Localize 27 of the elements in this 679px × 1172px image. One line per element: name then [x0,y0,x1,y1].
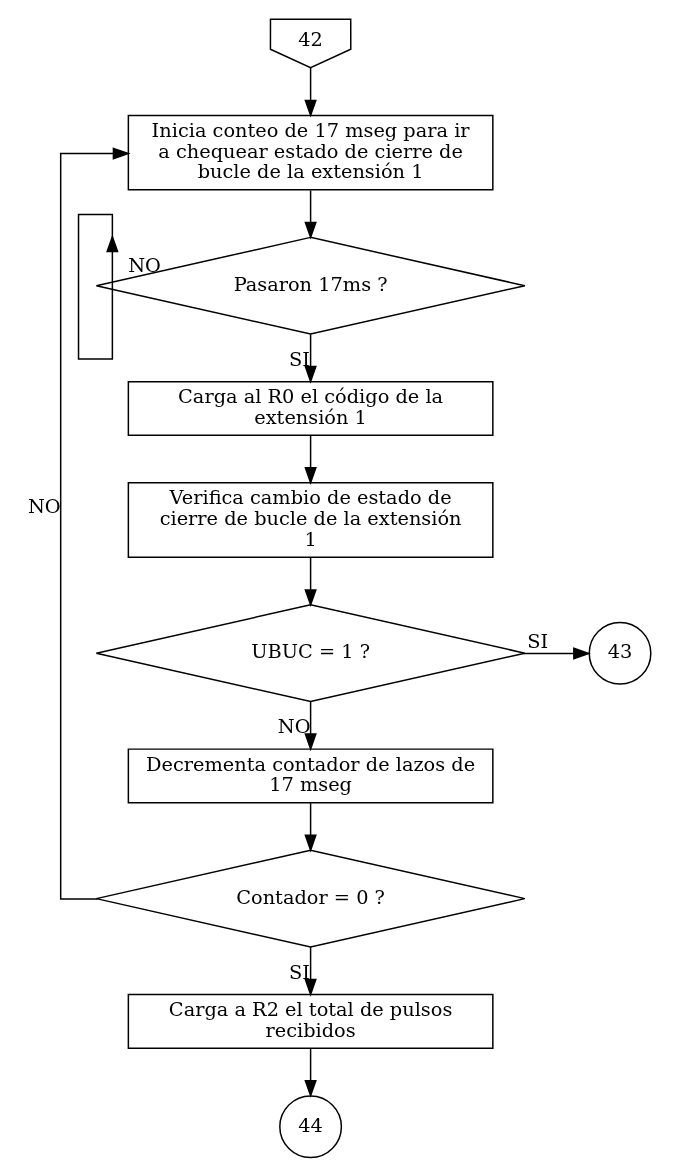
edge-label: NO [277,715,311,739]
edge-label: SI [527,630,549,654]
arrow [304,802,317,853]
arrow [59,147,131,900]
arrow [304,557,317,608]
node-box: Inicia conteo de 17 mseg para ir a chequear estado de cierre de bucle de la extensión 1 [127,114,494,191]
node-box: Decrementa contador de lazos de 17 mseg [127,748,494,804]
arrow [304,67,317,118]
arrow [304,946,317,997]
arrow [304,434,317,485]
node-box: Carga a R2 el total de pulsos recibidos [127,993,494,1049]
edge-label: SI [289,347,310,371]
node-box: Verifica cambio de estado de cierre de bucle de la extensión 1 [127,482,494,558]
node-diamond: Contador = 0 ? [95,849,526,948]
node-diamond: UBUC = 1 ? [95,604,526,703]
node-circle: 44 [279,1095,343,1159]
arrow [523,647,591,660]
edge-label: NO [27,494,61,518]
arrow [304,189,317,240]
node-box: Carga al R0 el código de la extensión 1 [127,380,494,436]
arrow [304,1047,317,1098]
edge-label: NO [128,254,161,278]
arrow [77,213,119,360]
arrow [304,700,317,752]
node-circle: 43 [588,621,652,685]
arrow [304,333,317,384]
edge-label: SI [289,960,310,984]
